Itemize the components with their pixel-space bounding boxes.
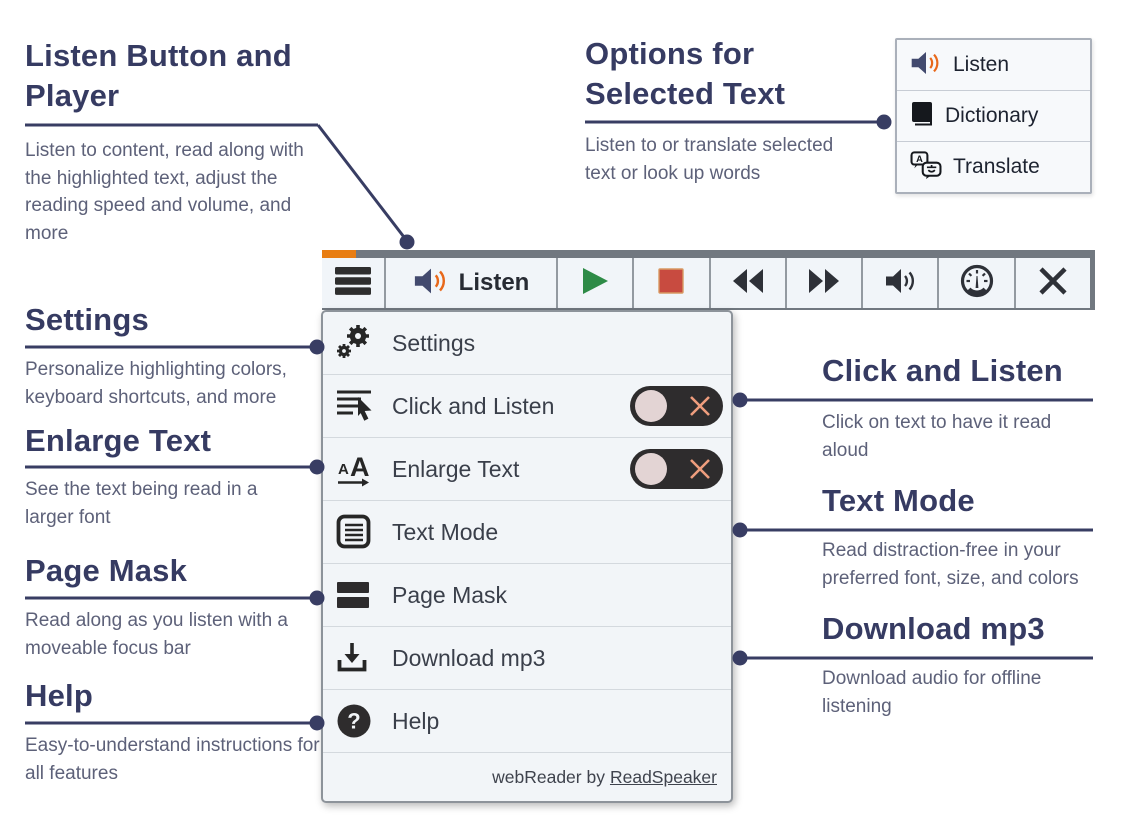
annotation-title-enlarge-text: Enlarge Text (25, 423, 212, 458)
rewind-icon (731, 267, 765, 300)
webreader-player-toolbar: Listen (322, 250, 1095, 310)
webreader-dropdown-menu: Settings Click and Listen (321, 310, 733, 803)
popup-item-listen[interactable]: Listen (897, 40, 1090, 91)
menu-item-text-mode[interactable]: Text Mode (323, 501, 731, 564)
menu-item-label: Help (392, 707, 440, 734)
rewind-button[interactable] (710, 258, 787, 308)
annotation-desc-page-mask: Read along as you listen with a moveable… (25, 610, 288, 659)
selected-text-popup: Listen Dictionary A (895, 38, 1092, 194)
fast-forward-icon (807, 267, 841, 300)
menu-item-label: Text Mode (392, 518, 499, 545)
annotation-title-click-listen: Click and Listen (822, 353, 1063, 388)
popup-item-label: Dictionary (945, 104, 1039, 127)
svg-text:?: ? (347, 709, 360, 734)
volume-button[interactable] (863, 258, 940, 308)
close-icon (1038, 266, 1068, 301)
svg-text:A: A (338, 461, 349, 478)
annotation-desc-options-selected: Listen to or translate selected text or … (585, 135, 834, 184)
annotation-title-listen-player: Listen Button and Player (25, 38, 292, 113)
reading-speed-button[interactable] (939, 258, 1016, 308)
menu-item-label: Download mp3 (392, 644, 546, 671)
readspeaker-link[interactable]: ReadSpeaker (609, 766, 717, 787)
annotation-title-download-mp3: Download mp3 (822, 611, 1045, 646)
gears-icon (336, 323, 382, 363)
annotation-title-page-mask: Page Mask (25, 553, 188, 588)
menu-item-label: Page Mask (392, 581, 508, 608)
popup-item-label: Listen (953, 53, 1010, 76)
annotation-desc-help: Easy-to-understand instructions for all … (25, 735, 320, 784)
menu-item-label: Settings (392, 329, 476, 356)
document-icon (336, 514, 382, 550)
play-button[interactable] (558, 258, 635, 308)
annotation-title-settings: Settings (25, 302, 149, 337)
enlarge-text-icon: A A (336, 450, 382, 488)
menu-item-label: Enlarge Text (392, 455, 520, 482)
fast-forward-button[interactable] (786, 258, 864, 308)
click-listen-icon (336, 389, 382, 423)
menu-item-enlarge-text[interactable]: A A Enlarge Text (323, 438, 731, 501)
popup-item-dictionary[interactable]: Dictionary (897, 91, 1090, 142)
annotation-desc-download-mp3: Download audio for offline listening (822, 668, 1042, 717)
menu-footer: webReader by ReadSpeaker (323, 753, 731, 801)
toggle-knob (635, 390, 667, 422)
click-listen-toggle-off[interactable] (630, 386, 723, 426)
speed-gauge-icon (959, 263, 995, 304)
menu-item-page-mask[interactable]: Page Mask (323, 564, 731, 627)
annotation-title-text-mode: Text Mode (822, 483, 975, 518)
menu-item-settings[interactable]: Settings (323, 312, 731, 375)
annotation-desc-listen-player: Listen to content, read along with the h… (25, 140, 304, 244)
speaker-icon (910, 50, 942, 81)
menu-item-help[interactable]: ? Help (323, 690, 731, 753)
toggle-knob (635, 453, 667, 485)
listen-button-label: Listen (458, 269, 530, 296)
annotation-desc-text-mode: Read distraction-free in your preferred … (822, 540, 1079, 589)
progress-bar[interactable] (322, 250, 356, 258)
menu-item-click-and-listen[interactable]: Click and Listen (323, 375, 731, 438)
toggle-x-icon (690, 396, 710, 416)
footer-text: webReader by (492, 766, 605, 787)
menu-button[interactable] (322, 258, 386, 308)
toggle-x-icon (690, 459, 710, 479)
close-button[interactable] (1015, 258, 1090, 308)
speaker-icon (413, 266, 449, 301)
svg-text:A: A (350, 452, 370, 482)
menu-item-download-mp3[interactable]: Download mp3 (323, 627, 731, 690)
download-icon (336, 642, 382, 674)
svg-text:A: A (916, 154, 923, 164)
mask-bars-icon (336, 580, 382, 610)
popup-item-label: Translate (953, 155, 1040, 178)
annotation-desc-settings: Personalize highlighting colors, keyboar… (25, 359, 287, 408)
volume-icon (884, 267, 916, 300)
play-icon (581, 266, 609, 301)
stop-icon (658, 267, 685, 299)
book-icon (910, 101, 934, 132)
menu-item-label: Click and Listen (392, 392, 555, 419)
annotation-desc-click-listen: Click on text to have it read aloud (822, 412, 1052, 461)
enlarge-text-toggle-off[interactable] (630, 449, 723, 489)
translate-icon: A (910, 150, 942, 184)
stop-button[interactable] (634, 258, 711, 308)
annotation-title-options-selected: Options for Selected Text (585, 36, 786, 111)
hamburger-icon (335, 266, 371, 301)
listen-button[interactable]: Listen (386, 258, 558, 308)
popup-item-translate[interactable]: A Translate (897, 142, 1090, 192)
annotation-desc-enlarge-text: See the text being read in a larger font (25, 479, 258, 528)
question-circle-icon: ? (336, 703, 382, 739)
annotation-title-help: Help (25, 678, 93, 713)
